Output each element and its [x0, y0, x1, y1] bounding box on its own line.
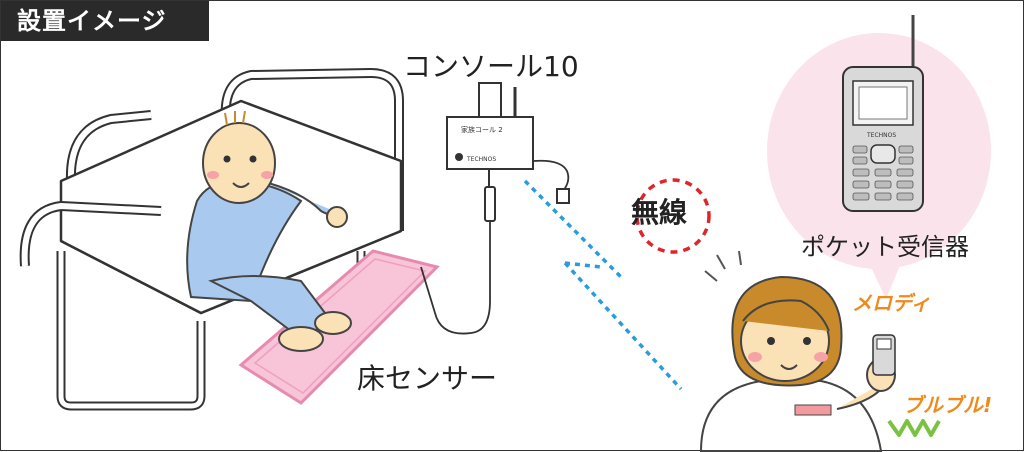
buzz-label: ブルブル! — [903, 393, 993, 417]
pocket-receiver-device: TECHNOS — [842, 15, 924, 212]
console-label: コンソール10 — [403, 50, 579, 83]
console-device: 家族コール 2 TECHNOS — [420, 82, 570, 335]
vibration-zigzag — [887, 419, 941, 437]
console-device-name: 家族コール 2 — [461, 125, 503, 134]
wireless-circle — [635, 178, 711, 254]
floor-sensor-label: 床センサー — [357, 362, 498, 395]
header-tag: 設置イメージ — [1, 1, 209, 41]
wireless-label: 無線 — [631, 196, 688, 229]
receiver-brand-text: TECHNOS — [866, 132, 896, 139]
melody-label: メロディ — [852, 291, 931, 315]
console-brand-text: TECHNOS — [466, 156, 496, 163]
nurse — [699, 275, 896, 452]
emphasis-marks — [704, 250, 742, 282]
patient — [186, 110, 352, 352]
wireless-signal — [523, 179, 683, 391]
pocket-receiver-label: ポケット受信器 — [801, 233, 969, 261]
